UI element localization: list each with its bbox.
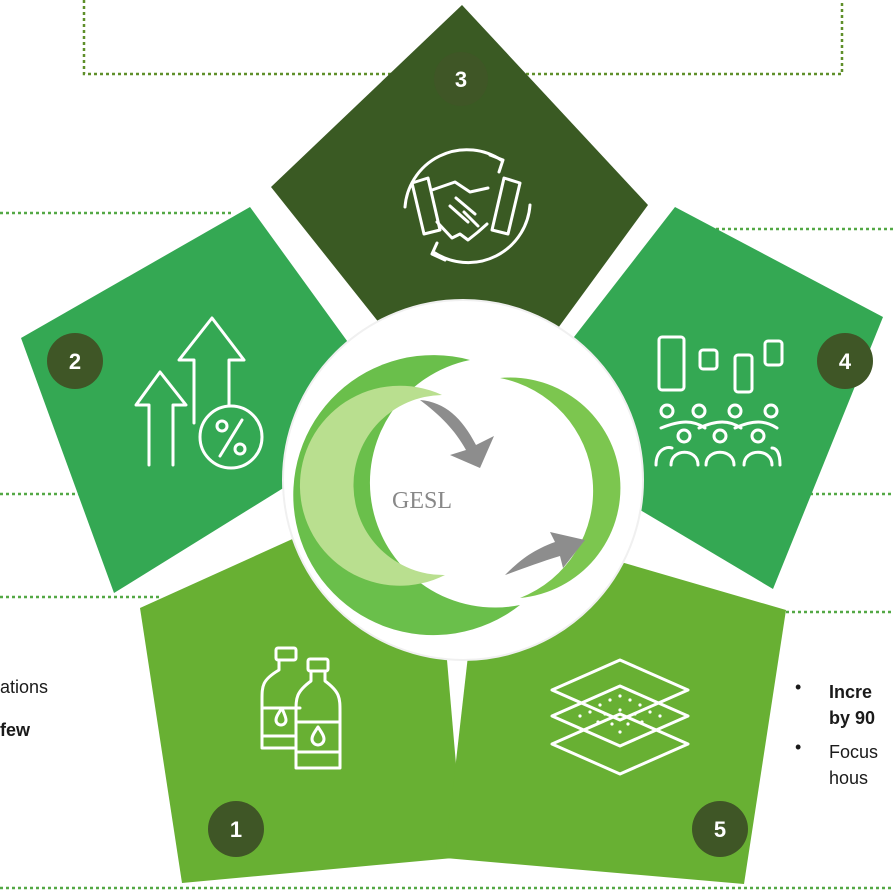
right-note-bullet-2-line-1: Focus	[829, 742, 879, 762]
handshake-cycle-icon	[403, 148, 532, 265]
sand-dots	[578, 694, 662, 734]
left-note-line-1: ations	[0, 677, 49, 697]
segment-3-number: 3	[455, 67, 467, 92]
segment-3: 3	[271, 5, 648, 339]
bullet-1-marker: •	[795, 677, 802, 697]
right-note-bullet-1-line-1: Incre	[829, 682, 873, 702]
segment-1-number: 1	[230, 817, 242, 842]
right-note-bullet-2-line-2: hous	[829, 768, 869, 788]
logo-upper-arrow-icon	[420, 400, 494, 468]
logo-lower-arrow-icon	[505, 532, 585, 575]
logo-text: GESL	[392, 488, 452, 514]
water-bottles-icon	[260, 646, 342, 770]
segment-2-number: 2	[69, 349, 81, 374]
badge-1	[208, 801, 264, 857]
bullet-2-marker: •	[795, 737, 802, 757]
logo-right-swirl	[500, 377, 621, 598]
people-with-bar-chart-icon	[654, 335, 784, 467]
right-note-bullet-1-line-2: by 90	[829, 708, 876, 728]
center-logo: GESL	[282, 299, 644, 661]
left-note-line-2: few	[0, 720, 31, 740]
segment-2: 2	[21, 207, 350, 593]
badge-2	[47, 333, 103, 389]
badge-3	[434, 52, 488, 106]
percent-growth-arrows-icon	[134, 316, 264, 470]
badge-4	[817, 333, 873, 389]
logo-inner-swirl	[299, 385, 445, 586]
segment-5-number: 5	[714, 817, 726, 842]
badge-5	[692, 801, 748, 857]
segment-4-number: 4	[839, 349, 852, 374]
filter-layers-icon	[550, 658, 690, 776]
segment-4: 4	[567, 207, 883, 589]
